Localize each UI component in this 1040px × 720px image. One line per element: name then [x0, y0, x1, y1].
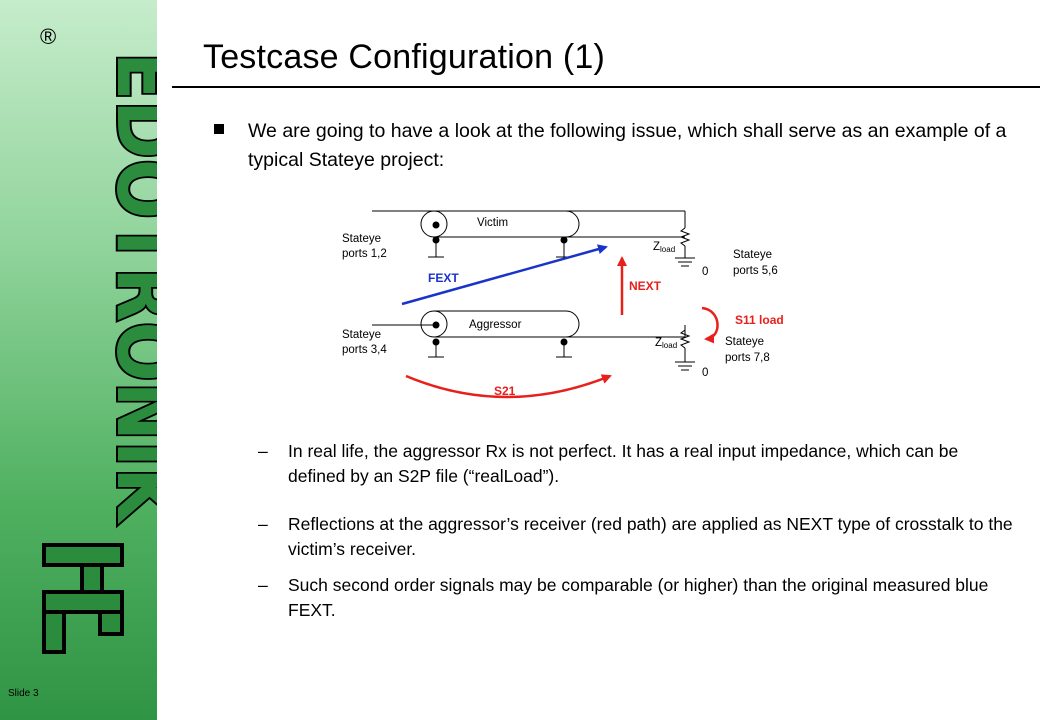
ports-5-6-line2: ports 5,6 [733, 265, 778, 277]
dash-bullet: – [258, 441, 268, 461]
z-load-victim: Zload [653, 241, 675, 254]
ports-5-6-line1: Stateye [733, 249, 772, 261]
slide-number: Slide 3 [8, 688, 39, 699]
sub-bullet-3-text: Such second order signals may be compara… [288, 575, 989, 620]
ground-zero-aggressor: 0 [702, 367, 708, 379]
victim-label: Victim [477, 217, 508, 229]
title-underline [172, 86, 1040, 88]
s21-label: S21 [494, 384, 516, 398]
aggressor-label: Aggressor [469, 319, 522, 331]
dash-bullet: – [258, 514, 268, 534]
square-bullet-icon [214, 124, 224, 134]
ports-3-4-line2: ports 3,4 [342, 344, 387, 356]
victim-line [372, 210, 695, 267]
sub-bullet-2-text: Reflections at the aggressor’s receiver … [288, 514, 1013, 559]
aggressor-nodes [432, 321, 568, 346]
ground-zero-victim: 0 [702, 266, 708, 278]
sub-bullet-1-text: In real life, the aggressor Rx is not pe… [288, 441, 959, 486]
sub-bullet-2: – Reflections at the aggressor’s receive… [258, 512, 1018, 562]
dash-bullet: – [258, 575, 268, 595]
next-label: NEXT [629, 279, 662, 293]
ports-1-2-line2: ports 1,2 [342, 248, 387, 260]
s21-arrow [405, 374, 612, 399]
victim-nodes [432, 221, 568, 244]
registered-mark: ® [40, 24, 57, 49]
s11-load-label: S11 load [735, 313, 784, 327]
fext-arrow [401, 244, 608, 306]
aggressor-line [372, 310, 695, 371]
slide-title: Testcase Configuration (1) [203, 38, 606, 76]
s11-load-arrow [701, 306, 719, 344]
fext-label: FEXT [428, 271, 459, 285]
ports-3-4-line1: Stateye [342, 329, 381, 341]
logo-wordmark: EDOTRONIK [98, 52, 157, 525]
crosstalk-diagram: Victim Aggressor Stateye ports 1,2 State… [342, 210, 784, 399]
sub-bullet-1: – In real life, the aggressor Rx is not … [258, 439, 1018, 489]
intro-bullet-text: We are going to have a look at the follo… [248, 120, 1007, 171]
z-load-aggressor: Zload [655, 337, 677, 350]
ports-7-8-line1: Stateye [725, 336, 764, 348]
brand-sidebar: EDOTRONIK ® Slide 3 [0, 0, 157, 720]
ports-1-2-line1: Stateye [342, 233, 381, 245]
sub-bullet-3: – Such second order signals may be compa… [258, 573, 1018, 623]
logo-symbol [42, 543, 124, 654]
ports-7-8-line2: ports 7,8 [725, 352, 770, 364]
edotronik-logo: EDOTRONIK [42, 50, 157, 654]
